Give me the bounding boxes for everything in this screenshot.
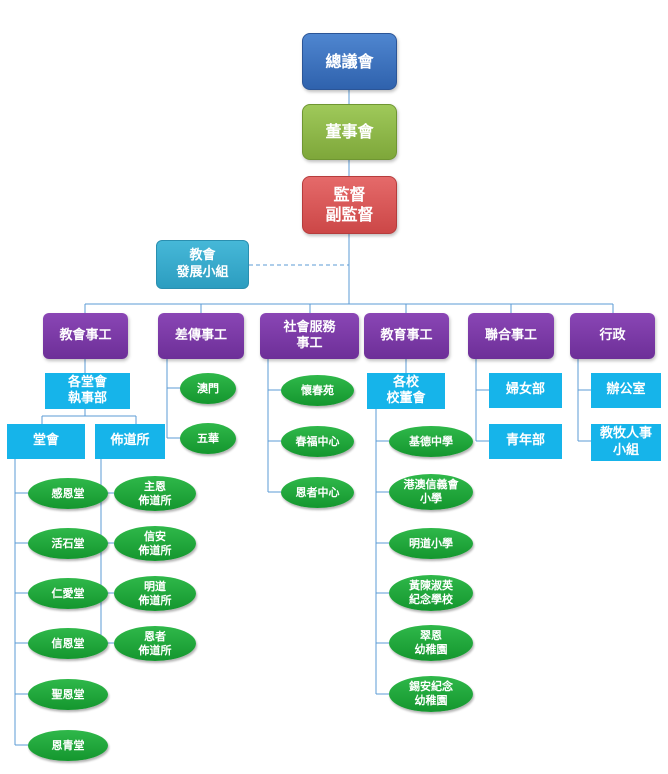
congregation-pill: 活石堂	[28, 528, 108, 559]
mission-item-pill: 澳門	[180, 373, 236, 404]
dept-mission-affairs: 差傳事工	[158, 313, 244, 359]
mission-stations-box: 佈道所	[95, 424, 165, 459]
executive-committees-box: 各堂會 執事部	[45, 373, 130, 409]
dept-church-affairs: 教會事工	[43, 313, 128, 359]
womens-dept-box: 婦女部	[489, 373, 562, 408]
congregation-pill: 聖恩堂	[28, 679, 108, 710]
office-box: 辦公室	[591, 373, 661, 408]
social-service-pill: 春福中心	[281, 426, 354, 457]
mission-station-pill: 主恩 佈道所	[114, 476, 196, 511]
school-pill: 基德中學	[389, 426, 473, 457]
school-pill: 黃陳淑英 紀念學校	[389, 575, 473, 611]
pastoral-personnel-group-box: 教牧人事 小組	[591, 424, 661, 461]
dept-administration: 行政	[570, 313, 655, 359]
school-pill: 明道小學	[389, 528, 473, 559]
mission-item-pill: 五華	[180, 423, 236, 454]
youth-dept-box: 青年部	[489, 424, 562, 459]
school-pill: 翠恩 幼稚園	[389, 625, 473, 661]
church-development-group-box: 教會 發展小組	[156, 240, 249, 289]
school-pill: 港澳信義會 小學	[389, 474, 473, 510]
congregation-pill: 信恩堂	[28, 628, 108, 659]
social-service-pill: 恩者中心	[281, 477, 354, 508]
congregation-pill: 感恩堂	[28, 478, 108, 509]
social-service-pill: 懷春苑	[281, 375, 354, 406]
dept-education-affairs: 教育事工	[364, 313, 449, 359]
general-assembly-box: 總議會	[302, 33, 397, 90]
superintendent-box: 監督 副監督	[302, 176, 397, 234]
congregation-pill: 恩青堂	[28, 730, 108, 761]
dept-social-service: 社會服務 事工	[260, 313, 359, 359]
school-pill: 錫安紀念 幼稚園	[389, 676, 473, 712]
congregations-box: 堂會	[7, 424, 85, 459]
congregation-pill: 仁愛堂	[28, 578, 108, 609]
mission-station-pill: 恩者 佈道所	[114, 626, 196, 661]
mission-station-pill: 信安 佈道所	[114, 526, 196, 561]
dept-joint-affairs: 聯合事工	[468, 313, 554, 359]
school-boards-box: 各校 校董會	[367, 373, 445, 409]
mission-station-pill: 明道 佈道所	[114, 576, 196, 611]
board-box: 董事會	[302, 104, 397, 160]
